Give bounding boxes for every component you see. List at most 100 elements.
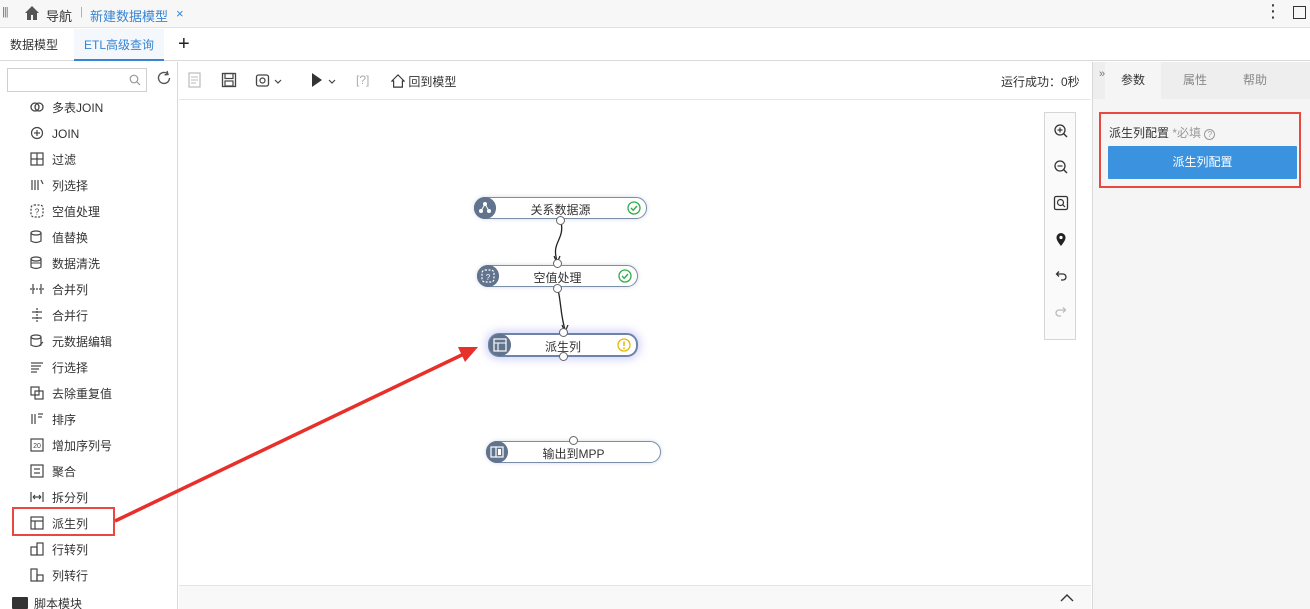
null-handling-icon: ?: [30, 204, 44, 218]
filter-icon: [30, 152, 44, 166]
operator-split-column[interactable]: 拆分列: [30, 488, 88, 508]
zoom-out-icon[interactable]: [1053, 159, 1069, 175]
svg-text:?: ?: [35, 208, 40, 217]
input-port[interactable]: [553, 259, 562, 268]
redo-icon[interactable]: [1053, 303, 1069, 319]
right-properties-panel: » 参数 属性 帮助 派生列配置 *必填 ? 派生列配置: [1092, 62, 1310, 609]
join-icon: [30, 126, 44, 140]
derived-column-icon: [489, 334, 511, 356]
warning-icon: [617, 338, 631, 352]
derived-column-config-section: 派生列配置 *必填 ? 派生列配置: [1099, 112, 1301, 188]
operator-column-to-row[interactable]: 列转行: [30, 566, 88, 586]
nav-label[interactable]: 导航: [46, 9, 73, 24]
derived-column-config-button[interactable]: 派生列配置: [1108, 146, 1297, 179]
operator-filter[interactable]: 过滤: [30, 150, 76, 170]
help-circle-icon[interactable]: ?: [1204, 129, 1216, 140]
row-select-icon: [31, 362, 43, 373]
menu-handle-icon[interactable]: |||: [2, 6, 9, 18]
sort-icon: [31, 413, 43, 424]
home-icon[interactable]: [24, 5, 40, 21]
operator-multi-join[interactable]: 多表JOIN: [30, 98, 103, 118]
back-to-model-button[interactable]: 回到模型: [390, 73, 456, 91]
undo-icon[interactable]: [1053, 267, 1069, 283]
row-to-column-icon: [30, 542, 44, 556]
operator-row-select[interactable]: 行选择: [30, 358, 88, 378]
operator-data-cleaning[interactable]: 数据清洗: [30, 254, 100, 274]
operator-aggregate[interactable]: 聚合: [30, 462, 76, 482]
expand-panel-chevron-icon[interactable]: [1059, 590, 1075, 606]
success-check-icon: [618, 269, 632, 283]
config-label: 派生列配置 *必填 ?: [1109, 124, 1216, 141]
script-module-folder[interactable]: 脚本模块: [12, 595, 82, 609]
success-check-icon: [627, 201, 641, 215]
value-replace-icon: [30, 230, 42, 244]
operator-sidebar: 多表JOIN JOIN 过滤 列选择 ?空值处理 值替换 数据清洗 合并列 合并…: [0, 62, 178, 609]
flow-node-datasource[interactable]: 关系数据源: [474, 197, 647, 219]
properties-icon[interactable]: [187, 72, 203, 90]
operator-sort[interactable]: 排序: [30, 410, 76, 430]
operator-join[interactable]: JOIN: [30, 124, 79, 144]
flow-node-null-handling[interactable]: ? 空值处理: [477, 265, 638, 287]
bottom-panel-bar: [179, 585, 1091, 609]
maximize-icon[interactable]: [1293, 6, 1306, 19]
right-panel-tabs: » 参数 属性 帮助: [1093, 62, 1310, 99]
merge-column-icon: [30, 284, 44, 294]
open-tab-title[interactable]: 新建数据模型: [90, 9, 169, 24]
debug-placeholder-icon[interactable]: [?]: [356, 73, 370, 87]
more-options-icon[interactable]: ⋮: [1264, 1, 1282, 21]
locate-pin-icon[interactable]: [1053, 231, 1069, 247]
output-port[interactable]: [556, 216, 565, 225]
dedupe-icon: [30, 386, 44, 400]
home-return-icon: [390, 74, 406, 88]
zoom-in-icon[interactable]: [1053, 123, 1069, 139]
data-cleaning-icon: [30, 256, 42, 270]
tab-parameters[interactable]: 参数: [1105, 62, 1161, 99]
output-port[interactable]: [553, 284, 562, 293]
tab-data-model[interactable]: 数据模型: [10, 38, 59, 52]
input-port[interactable]: [569, 436, 578, 445]
operator-value-replace[interactable]: 值替换: [30, 228, 88, 248]
save-icon[interactable]: [221, 72, 237, 90]
top-nav-bar: ||| 导航 | 新建数据模型 × ⋮: [0, 0, 1310, 28]
search-input[interactable]: [7, 68, 147, 92]
aggregate-icon: [30, 464, 44, 478]
preview-dropdown-icon[interactable]: [255, 72, 283, 90]
model-tab-row: 数据模型 ETL高级查询 +: [0, 29, 1310, 61]
tab-attributes[interactable]: 属性: [1182, 73, 1207, 87]
operator-merge-row[interactable]: 合并行: [30, 306, 88, 326]
annotation-highlight-box: [12, 507, 115, 536]
merge-row-icon: [32, 308, 42, 322]
tab-separator: |: [80, 6, 83, 18]
close-tab-icon[interactable]: ×: [176, 6, 184, 21]
operator-merge-column[interactable]: 合并列: [30, 280, 88, 300]
null-handling-icon: ?: [477, 265, 499, 287]
output-icon: [486, 441, 508, 463]
collapse-panel-icon[interactable]: »: [1099, 68, 1106, 80]
tab-help[interactable]: 帮助: [1242, 73, 1267, 87]
add-tab-icon[interactable]: +: [178, 33, 190, 55]
derived-column-icon: [30, 516, 44, 530]
operator-dedupe[interactable]: 去除重复值: [30, 384, 112, 404]
column-to-row-icon: [30, 568, 44, 582]
operator-metadata-edit[interactable]: 元数据编辑: [30, 332, 112, 352]
split-column-icon: [30, 492, 44, 502]
fit-to-screen-icon[interactable]: [1053, 195, 1069, 211]
canvas-zoom-panel: [1044, 112, 1076, 340]
multi-join-icon: [30, 102, 44, 112]
operator-null-handling[interactable]: ?空值处理: [30, 202, 100, 222]
run-dropdown-icon[interactable]: [309, 72, 337, 90]
run-status-text: 运行成功：0秒: [1001, 75, 1080, 89]
refresh-icon[interactable]: [156, 70, 172, 86]
operator-row-to-column[interactable]: 行转列: [30, 540, 88, 560]
flow-canvas[interactable]: 关系数据源 ? 空值处理 派生列 输出到MPP: [179, 101, 1091, 585]
operator-derived-column[interactable]: 派生列: [30, 514, 88, 534]
operator-column-select[interactable]: 列选择: [30, 176, 88, 196]
tab-etl-advanced-query[interactable]: ETL高级查询: [74, 29, 165, 61]
folder-icon: [12, 597, 28, 609]
input-port[interactable]: [559, 328, 568, 337]
output-port[interactable]: [559, 352, 568, 361]
add-sequence-icon: 20: [30, 438, 44, 452]
svg-text:?: ?: [486, 273, 491, 282]
required-note: *必填: [1172, 126, 1202, 140]
